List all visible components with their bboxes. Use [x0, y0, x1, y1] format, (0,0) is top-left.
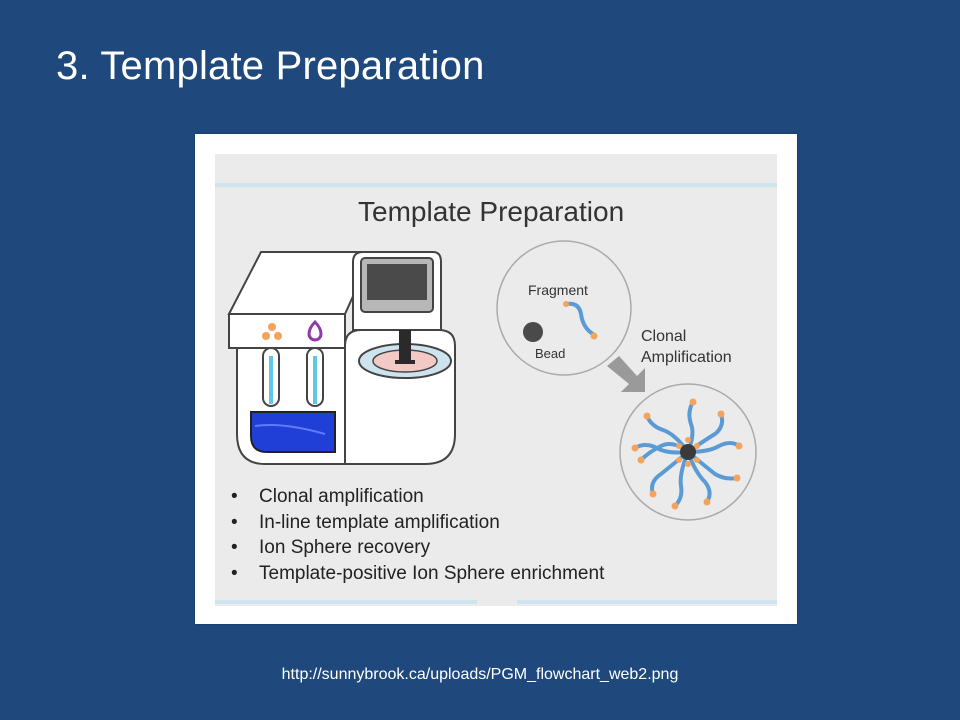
centrifuge-spindle: [399, 330, 411, 364]
bullet-text: Template-positive Ion Sphere enrichment: [259, 562, 605, 584]
centrifuge-spindle-base: [395, 360, 415, 364]
template-preparation-figure: Template Preparation: [195, 134, 797, 624]
amplified-bead-icon: [680, 444, 696, 460]
amplified-bead-illustration: [619, 383, 757, 521]
bead-surface-primers: [676, 437, 700, 467]
bullet-text: Ion Sphere recovery: [259, 537, 431, 558]
tube-left-liquid: [269, 356, 273, 404]
bullet-item: • Ion Sphere recovery: [231, 535, 604, 561]
bead-label: Bead: [535, 346, 566, 361]
source-url: http://sunnybrook.ca/uploads/PGM_flowcha…: [281, 666, 679, 683]
fragment-end-top: [563, 301, 569, 307]
fragment-label: Fragment: [528, 282, 588, 298]
bullet-dot: •: [231, 537, 238, 558]
instrument-reagent-shelf: [228, 313, 346, 349]
instrument-illustration: [227, 251, 456, 465]
bullet-item: • Template-positive Ion Sphere enrichment: [231, 561, 604, 587]
diagram-artwork: [227, 240, 757, 521]
top-divider: [215, 183, 777, 187]
tube-right-liquid: [313, 356, 317, 404]
amplified-primer-ends: [631, 398, 743, 510]
bottom-divider-left: [215, 600, 477, 604]
blue-reservoir: [250, 411, 336, 453]
bullet-text: In-line template amplification: [259, 511, 500, 533]
amplification-arrow-icon: [607, 356, 645, 392]
bullet-text: Clonal amplification: [259, 486, 424, 507]
clonal-amplification-label: Clonal Amplification: [641, 326, 732, 368]
reagent-orange-icon: [262, 323, 282, 340]
bullet-item: • Clonal amplification: [231, 484, 604, 510]
reservoir-highlight: [254, 424, 326, 435]
diagram-title: Template Preparation: [358, 196, 625, 227]
clonal-label-line1: Clonal: [641, 328, 687, 345]
bullet-item: • In-line template amplification: [231, 510, 604, 536]
bead-icon: [523, 322, 543, 342]
clonal-label-line2: Amplification: [641, 349, 732, 366]
bottom-divider-right: [517, 600, 777, 604]
instrument-top-lid: [227, 251, 375, 315]
bullet-dot: •: [231, 562, 238, 584]
fragment-bead-illustration: [496, 240, 632, 376]
reagent-purple-drop-icon: [307, 319, 323, 342]
instrument-screen: [367, 264, 427, 300]
bullet-list: • Clonal amplification • In-line template …: [231, 484, 604, 586]
slide-title: 3. Template Preparation: [56, 44, 485, 88]
bullet-dot: •: [231, 486, 238, 507]
fragment-end-bottom: [590, 332, 598, 340]
bullet-dot: •: [231, 511, 238, 533]
fragment-strand: [564, 301, 595, 336]
